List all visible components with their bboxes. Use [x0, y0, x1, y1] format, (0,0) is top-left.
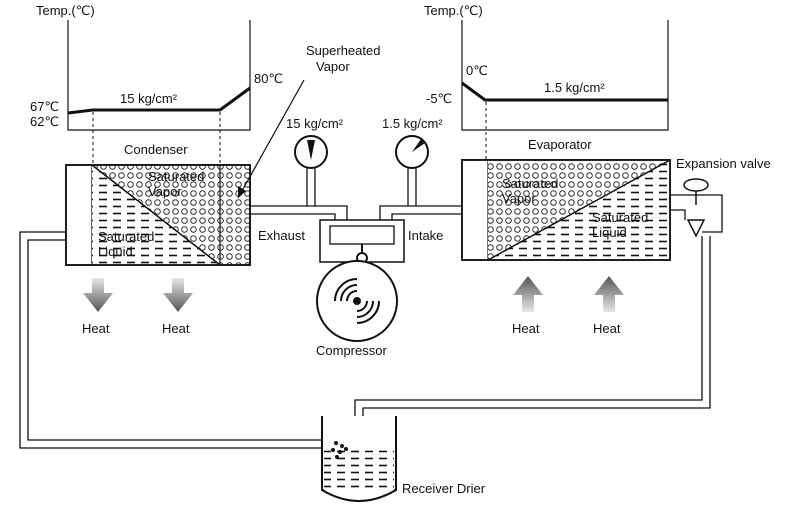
superheated-label-1: Superheated — [306, 43, 381, 58]
evaporator-label: Evaporator — [528, 137, 592, 152]
high-pressure-gauge — [294, 135, 328, 169]
temp-minus5-label: -5℃ — [426, 91, 453, 106]
condenser-temp-graph — [67, 20, 251, 165]
compressor — [316, 219, 405, 342]
condenser-vapor-label-1: Saturated — [148, 169, 205, 184]
evaporator-liquid-label-2: Liquid — [592, 225, 627, 240]
condenser-liquid-label-2: Liquid — [98, 244, 133, 259]
low-pressure-gauge — [395, 135, 429, 169]
evaporator-temp-graph — [461, 20, 669, 160]
heat-arrow-2 — [163, 278, 193, 312]
refrigerant-piping — [19, 168, 723, 449]
evaporator-pressure-label: 1.5 kg/cm² — [544, 80, 605, 95]
superheated-pointer — [237, 79, 305, 199]
condenser — [65, 164, 251, 266]
exhaust-label: Exhaust — [258, 228, 305, 243]
temp-67-label: 67℃ — [30, 99, 60, 114]
evaporator-vapor-label-1: Saturated — [502, 176, 559, 191]
compressor-label: Compressor — [316, 343, 387, 358]
receiver-drier — [321, 416, 397, 502]
low-gauge-label: 1.5 kg/cm² — [382, 116, 443, 131]
temp-axis-label-left: Temp.(℃) — [36, 3, 95, 18]
heat-label-2: Heat — [162, 321, 190, 336]
heat-arrow-1 — [83, 278, 113, 312]
temp-62-label: 62℃ — [30, 114, 60, 129]
expansion-valve — [683, 178, 709, 238]
temp-80-label: 80℃ — [254, 71, 284, 86]
superheated-label-2: Vapor — [316, 59, 350, 74]
superheated-arrowhead — [238, 186, 246, 198]
intake-label: Intake — [408, 228, 444, 243]
temp-0-label: 0℃ — [466, 63, 488, 78]
condenser-vapor-label-2: Vapor — [148, 184, 182, 199]
high-gauge-label: 15 kg/cm² — [286, 116, 344, 131]
evaporator — [461, 159, 671, 261]
heat-label-4: Heat — [593, 321, 621, 336]
heat-label-3: Heat — [512, 321, 540, 336]
evaporator-vapor-label-2: Vapor — [502, 191, 536, 206]
heat-label-1: Heat — [82, 321, 110, 336]
expansion-valve-label: Expansion valve — [676, 156, 771, 171]
receiver-drier-label: Receiver Drier — [402, 481, 486, 496]
condenser-liquid-label-1: Saturated — [98, 229, 155, 244]
condenser-pressure-label: 15 kg/cm² — [120, 91, 178, 106]
evaporator-liquid-label-1: Saturated — [592, 210, 649, 225]
condenser-label: Condenser — [124, 142, 188, 157]
heat-arrow-4 — [594, 276, 624, 312]
temp-axis-label-right: Temp.(℃) — [424, 3, 483, 18]
heat-arrow-3 — [513, 276, 543, 312]
